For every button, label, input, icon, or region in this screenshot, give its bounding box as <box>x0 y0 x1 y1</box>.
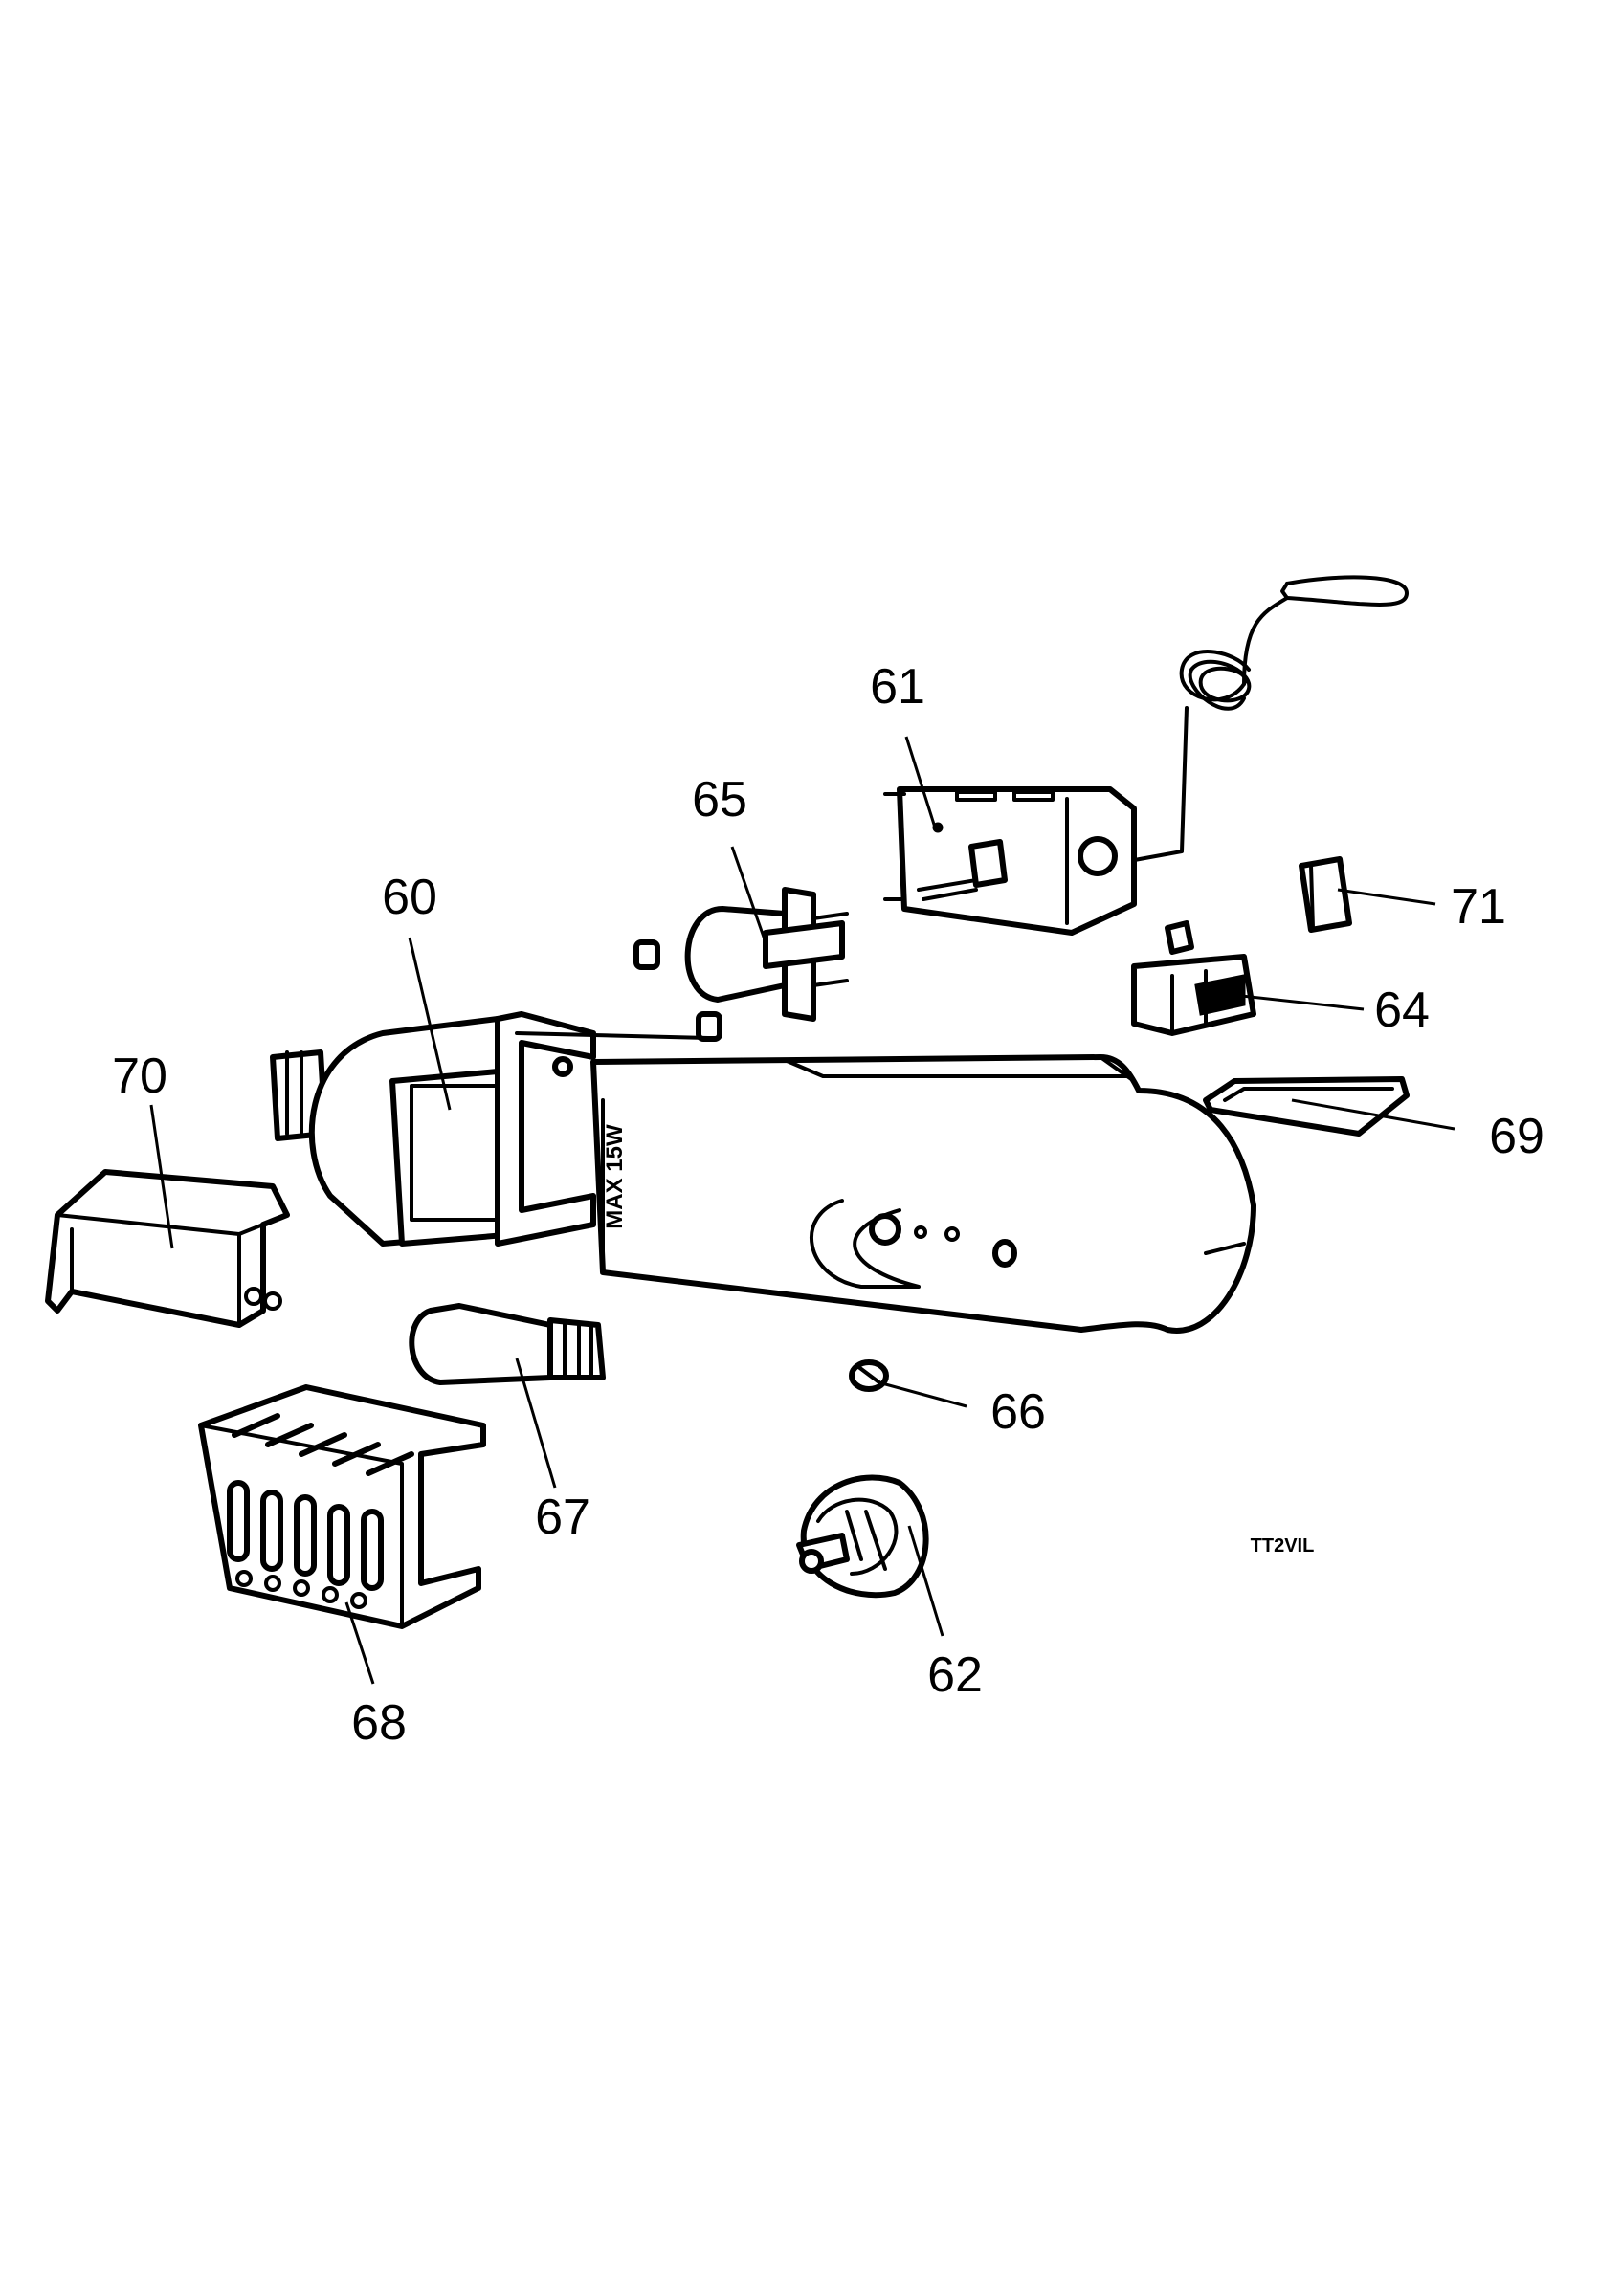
leader-70 <box>149 1104 174 1249</box>
part-71-clip <box>1299 856 1352 933</box>
part-68-grille <box>198 1384 486 1629</box>
callout-71: 71 <box>1451 879 1506 935</box>
part-65-lamp-holder <box>633 887 849 1042</box>
callout-65: 65 <box>692 772 747 828</box>
part-69-cover-plate <box>1203 1076 1410 1137</box>
callout-61: 61 <box>870 659 925 715</box>
part-70-bracket <box>45 1169 290 1328</box>
part-64-switch <box>1131 920 1256 1036</box>
leader-68 <box>344 1601 375 1685</box>
callout-68: 68 <box>351 1695 407 1751</box>
callout-70: 70 <box>112 1049 167 1104</box>
callout-labels: 61 65 60 71 64 69 70 66 67 62 68 <box>112 659 1544 1751</box>
leader-66 <box>878 1380 967 1408</box>
leader-61 <box>904 736 938 831</box>
drawing-code: TT2VIL <box>1251 1535 1315 1556</box>
callout-67: 67 <box>535 1490 590 1545</box>
callout-64: 64 <box>1374 982 1430 1038</box>
callout-60: 60 <box>382 870 437 925</box>
callout-62: 62 <box>927 1647 983 1703</box>
leader-67 <box>515 1358 557 1489</box>
callout-66: 66 <box>990 1384 1046 1440</box>
part-67-lamp-bulb <box>409 1303 606 1385</box>
leader-lines <box>149 736 1455 1685</box>
leader-65 <box>730 846 767 943</box>
part-60-main-housing: MAX 15W <box>270 1011 1256 1334</box>
leader-64 <box>1214 991 1365 1011</box>
leader-71 <box>1337 888 1436 906</box>
callout-69: 69 <box>1489 1109 1544 1164</box>
leader-62 <box>907 1525 944 1637</box>
housing-marking: MAX 15W <box>602 1124 628 1229</box>
part-62-knob <box>796 1474 929 1599</box>
part-66-screw <box>849 1359 889 1392</box>
leader-60 <box>408 937 452 1111</box>
leader-69 <box>1291 1098 1455 1131</box>
